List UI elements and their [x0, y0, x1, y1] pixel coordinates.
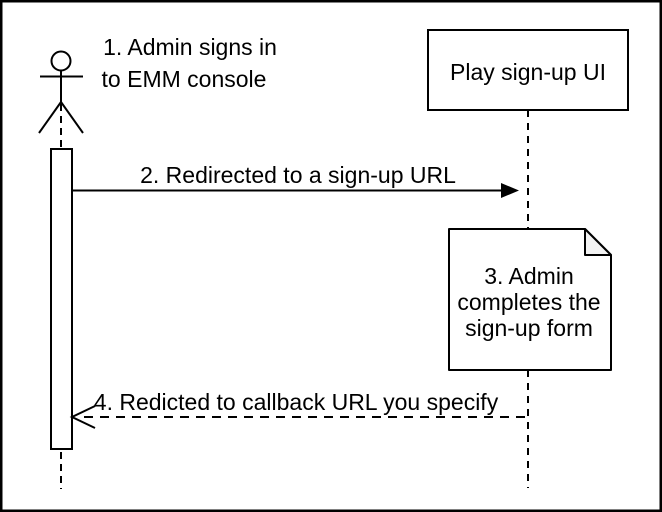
note-step3-line2: completes the — [457, 289, 600, 315]
note-step3-line1: 3. Admin — [484, 263, 574, 289]
message-step2: 2. Redirected to a sign-up URL — [72, 162, 519, 198]
participant-play-signup-ui: Play sign-up UI — [427, 29, 629, 488]
note-fold-corner-icon — [584, 228, 612, 256]
actor-admin-figure — [38, 50, 84, 134]
note-shape — [448, 228, 612, 371]
activation-bar-admin — [50, 148, 73, 450]
message-step4-label: 4. Redicted to callback URL you specify — [94, 389, 499, 415]
note-step3-line3: sign-up form — [465, 315, 593, 341]
lifeline-admin — [50, 104, 73, 489]
note-step3: 3. Admin completes the sign-up form — [448, 228, 612, 371]
participant-label: Play sign-up UI — [450, 59, 606, 85]
message-step2-label: 2. Redirected to a sign-up URL — [140, 162, 456, 188]
message-step4-open-arrowhead-icon — [69, 405, 96, 429]
message-step4: 4. Redicted to callback URL you specify — [69, 389, 528, 429]
step1-label-line2: to EMM console — [102, 66, 267, 92]
actor-right-leg — [60, 101, 84, 134]
message-step2-arrowhead-icon — [501, 183, 519, 198]
step1-label-line1: 1. Admin signs in — [103, 34, 277, 60]
participant-box — [427, 29, 629, 111]
actor-left-leg — [38, 101, 62, 134]
